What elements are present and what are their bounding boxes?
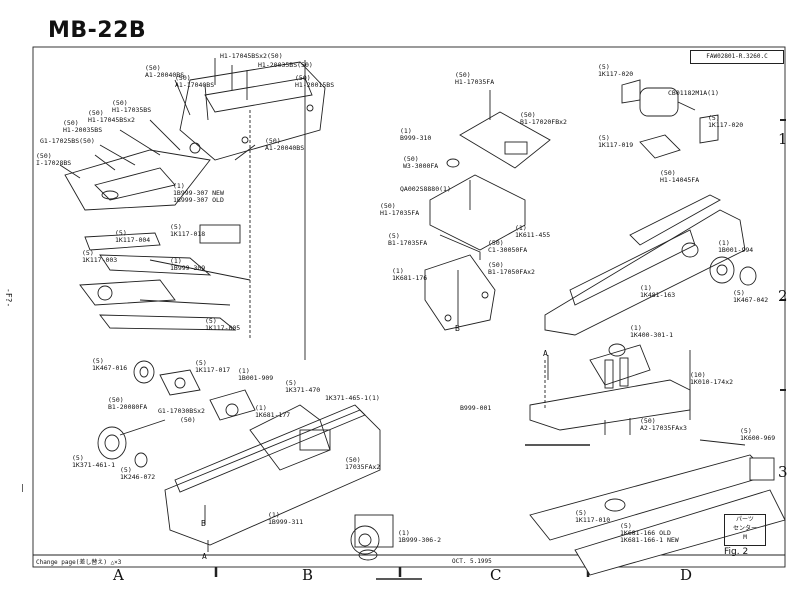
part-label: 1K371-465-1(1) [325,394,380,402]
base-plate [525,343,691,446]
part-label: (50) H1-17035BS [112,99,152,114]
part-label: (50) W3-3000FA [403,155,439,170]
grid-col-c: C [490,566,502,584]
part-label: (1) 1B001-909 [238,367,274,382]
part-label: (1) 1K400-301-1 [630,324,674,339]
part-label: (50) C1-30050FA [488,239,528,254]
part-label: (5) 1K117-005 [205,317,241,332]
ref-marker: A [202,552,207,561]
part-label: (50) B1-17020FBx2 [520,111,567,126]
part-label: (5) 1K467-016 [92,357,128,372]
grid-col-d: D [680,566,693,584]
part-label: (50) I-17028BS [36,152,72,167]
part-label: (50) H1-17035FA [380,202,420,217]
row-ticks [780,119,786,391]
part-label: (50) H1-17035FA [455,71,495,86]
part-label: (50) H1-14045FA [660,169,700,184]
bottom-plates [529,439,786,576]
part-label: (5) 1K117-020 [708,114,744,129]
top-cover-assembly [64,61,326,244]
part-label: (5) 1K467-042 [733,289,769,304]
part-label: (50) A1-20040BS [265,137,305,152]
part-label: (1) 1B999-311 [268,511,304,526]
figure-number: Fig. 2 [724,547,749,557]
part-label: (50) H1-17045BSx2 [88,109,135,124]
grid-col-a: A [113,566,124,584]
part-label: (5) 1K117-017 [195,359,231,374]
part-label: (50) [180,416,196,424]
part-label: H1-17045BSx2(50) [220,52,283,60]
grid-col-b: B [302,566,314,584]
part-label: (5) 1K117-004 [115,229,151,244]
change-note: Change page(差し替え) △×3 [36,559,122,566]
part-label: (1) 1B001-994 [718,239,754,254]
part-label: (5) 1K600-969 [740,427,776,442]
document-number: FAW02801-R.3260.C [690,50,784,64]
issue-date: OCT. 5.1995 [452,558,492,565]
margin-mark: -F?- [4,288,13,308]
part-label: QA002S8880(1) [400,185,451,193]
drawing-frame [32,46,786,568]
stepper-motor [350,514,394,561]
part-label: (1) 1K681-177 [255,404,291,419]
part-label: (5) 1K117-020 [598,63,634,78]
ref-marker: B [455,324,460,333]
page-title: MB-22B [48,18,147,43]
part-label: (50) H1-20035BS [63,119,103,134]
part-label: (50) A2-17035FAx3 [640,417,687,432]
part-label: (5) 1K117-019 [598,134,634,149]
part-label: (50) H1-20015BS [295,74,335,89]
margin-mark: | [20,483,25,492]
part-label: (1) 1K481-163 [640,284,676,299]
part-label: (5) 1K117-018 [170,223,206,238]
ref-marker: B [201,519,206,528]
adjust-knob [709,256,757,286]
parts-center-stamp: パーツ センター M [724,514,766,546]
felt-strips [79,232,251,331]
pcb-assembly [429,90,551,260]
part-label: (1) 1B999-307 NEW 1B999-307 OLD [173,182,224,204]
part-label: G1-17025BS(50) [40,137,95,145]
long-bed-frame [544,194,746,336]
part-label: (5) 1K371-461-1 [72,454,116,469]
part-label: (50) 17035FAx2 [345,456,381,471]
part-label: (10) 1K010-174x2 [690,371,734,386]
part-label: H1-20035BS(50) [258,61,313,69]
part-label: (50) A1-17040BS [175,74,215,89]
top-screws [59,58,256,179]
part-label: (5) 1K371-470 [285,379,321,394]
drive-gears [97,360,166,468]
part-label: B999-001 [460,404,492,412]
part-label: (1) B999-310 [400,127,432,142]
solenoid-coil [621,79,719,159]
part-label: (50) B1-20080FA [108,396,148,411]
part-label: (1) 1B999-309 [170,257,206,272]
part-label: (5) B1-17035FA [388,232,428,247]
part-label: CB01182M1A(1) [668,89,719,97]
ref-marker: A [543,349,548,358]
reference-leaders [204,270,549,552]
part-label: G1-17030BSx2 [158,407,205,415]
col-ticks [214,567,590,577]
part-label: (50) A1-20040BS [145,64,185,79]
part-label: (1) 1B999-306-2 [398,529,442,544]
grid-row-3: 3 [778,463,788,481]
part-label: (5) 1K117-010 [575,509,611,524]
grid-row-2: 2 [778,287,788,305]
part-label: (5) 1K246-072 [120,466,156,481]
side-cover [424,254,496,331]
lower-frame-assembly [159,369,381,546]
part-label: (5) 1K681-166 OLD 1K681-166-1 NEW [620,522,679,544]
part-label: (1) 1K611-455 [515,224,551,239]
grid-row-1: 1 [778,130,788,148]
part-label: (1) 1K681-176 [392,267,428,282]
part-label: (5) 1K117-003 [82,249,118,264]
part-label: (50) B1-17050FAx2 [488,261,535,276]
